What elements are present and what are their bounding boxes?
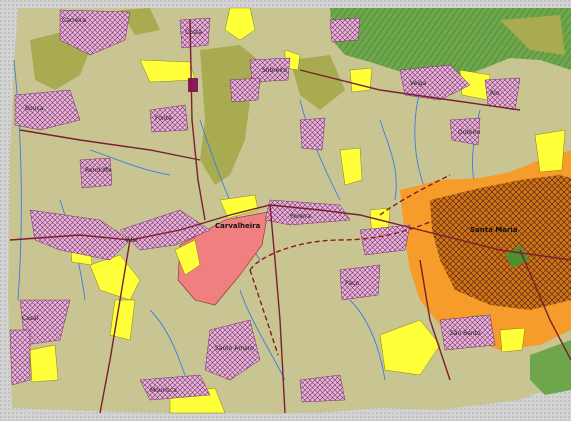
special-building	[188, 78, 198, 92]
label-center-upper: Fonte	[155, 115, 172, 122]
label-center-left: Vilar	[125, 237, 139, 244]
place-labels: Carreira Sobreiro Veiga Costa Bouça Rend…	[22, 17, 518, 394]
settlements	[9, 9, 521, 403]
label-left-upper: Bouça	[25, 105, 44, 112]
agricultural-zone-4	[500, 15, 565, 55]
forest-area-south-east	[530, 340, 571, 395]
label-center-mid: Pereira	[290, 213, 311, 220]
roads	[9, 19, 571, 414]
label-bottom-left: Casal	[22, 315, 39, 322]
label-top-mid: Costa	[185, 29, 202, 36]
planned-road	[249, 174, 451, 356]
agricultural-zone-3	[290, 55, 345, 110]
label-south-right: São Bento	[450, 330, 481, 337]
city-center-green	[505, 245, 530, 268]
label-right-city: Santa Maria	[470, 226, 518, 234]
label-left-mid: Renduffe	[85, 167, 112, 174]
label-right-upper: Outeiro	[458, 129, 481, 136]
label-north-east: Veiga	[410, 80, 427, 87]
label-center-salmon: Carvalheira	[215, 222, 261, 230]
industrial-zone	[177, 211, 269, 306]
agricultural-zone-5	[120, 8, 160, 35]
label-bottom-mid: Santo Amaro	[215, 345, 254, 352]
label-east-upper: Rio	[490, 90, 500, 97]
label-bottom-center: Mourisca	[150, 387, 177, 394]
label-mid-lower: Paço	[345, 280, 359, 287]
city-core	[430, 175, 571, 310]
label-north-center: Sobreiro	[262, 67, 287, 74]
label-top-left: Carreira	[62, 17, 86, 24]
